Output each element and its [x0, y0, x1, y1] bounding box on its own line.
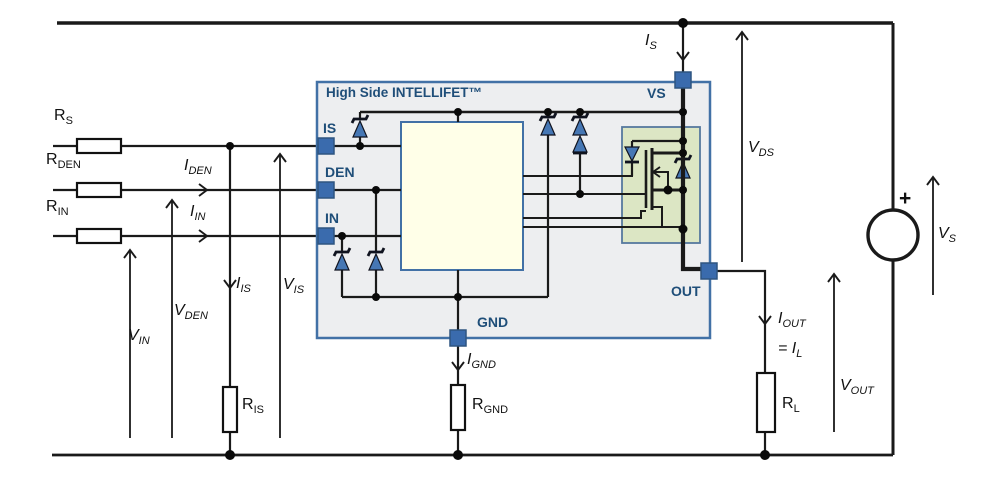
- vds-label: VDS: [748, 139, 774, 159]
- iden-arrow: [198, 183, 209, 197]
- vout-label: VOUT: [840, 377, 874, 397]
- ris-label: RIS: [242, 396, 264, 416]
- pin-label-out: OUT: [671, 283, 701, 299]
- pin-vs: [674, 71, 692, 89]
- source-plus-sign: +: [899, 187, 912, 210]
- pin-is: [317, 137, 335, 155]
- vin-label: VIN: [128, 327, 150, 347]
- in-zener-diode: [332, 247, 352, 271]
- supply-rails: [52, 21, 920, 457]
- iin-arrow: [198, 229, 209, 243]
- pin-den: [317, 181, 335, 199]
- block-pins: [317, 71, 718, 347]
- pin-label-is: IS: [323, 120, 337, 136]
- block-title: High Side INTELLIFET™: [326, 85, 482, 100]
- is-arrow: [676, 51, 690, 62]
- vs-arrow: [926, 175, 940, 186]
- resistor-rl: [755, 371, 777, 434]
- voltage-source-symbol: [866, 208, 920, 262]
- iout-label: IOUT: [778, 310, 806, 330]
- resistor-rgnd: [449, 383, 467, 432]
- resistor-rin: [75, 227, 123, 245]
- rin-label: RIN: [46, 198, 69, 218]
- iis-arrow: [223, 279, 237, 290]
- mosfet-kelvin-stub: [652, 206, 663, 227]
- gate-clamp-diode: [624, 146, 640, 164]
- ignd-arrow: [451, 361, 465, 372]
- vs-source-label: VS: [938, 225, 957, 245]
- pin-label-vs: VS: [647, 85, 666, 101]
- junction-dots: [225, 18, 770, 460]
- is-zener-diode: [350, 114, 370, 138]
- logic-out-3: [523, 210, 646, 219]
- resistor-ris: [221, 385, 239, 434]
- iden-label: IDEN: [184, 157, 212, 177]
- pin-out: [700, 262, 718, 280]
- rgnd-label: RGND: [472, 396, 509, 416]
- pin-label-den: DEN: [325, 164, 355, 180]
- vden-arrow: [165, 198, 179, 209]
- vs-clamp-zener: [538, 112, 558, 136]
- gate-clamp-wires: [630, 139, 683, 176]
- drain-power-path: [680, 88, 701, 272]
- pin-label-gnd: GND: [477, 314, 509, 330]
- protection-zeners: [332, 112, 590, 271]
- is-current-label: IS: [645, 32, 657, 52]
- iis-label: IIS: [236, 275, 251, 295]
- pin-in: [317, 227, 335, 245]
- pin-label-in: IN: [325, 210, 339, 226]
- vis-arrow: [273, 152, 287, 163]
- mosfet-body-arrow: [651, 166, 661, 178]
- iin-label: IIN: [190, 203, 206, 223]
- rl-label: RL: [782, 395, 800, 415]
- control-logic-box: [400, 121, 524, 271]
- sense-network: [123, 146, 287, 455]
- rden-label: RDEN: [46, 151, 81, 171]
- iout-arrow: [758, 315, 772, 326]
- vis-label: VIS: [283, 276, 305, 296]
- vin-arrow: [123, 248, 137, 259]
- den-zener-diode: [366, 247, 386, 271]
- il-label: = IL: [778, 340, 803, 360]
- vden-label: VDEN: [174, 302, 208, 322]
- mosfet-body-stub: [652, 171, 669, 190]
- rs-label: RS: [54, 107, 73, 127]
- input-lines: [53, 137, 318, 245]
- den-clamp-zener-stack: [570, 112, 590, 155]
- resistor-rs: [75, 137, 123, 155]
- vds-arrow: [735, 30, 749, 41]
- resistor-rden: [75, 181, 123, 199]
- vout-arrow: [827, 272, 841, 283]
- pin-gnd: [449, 329, 467, 347]
- ignd-label: IGND: [467, 351, 496, 371]
